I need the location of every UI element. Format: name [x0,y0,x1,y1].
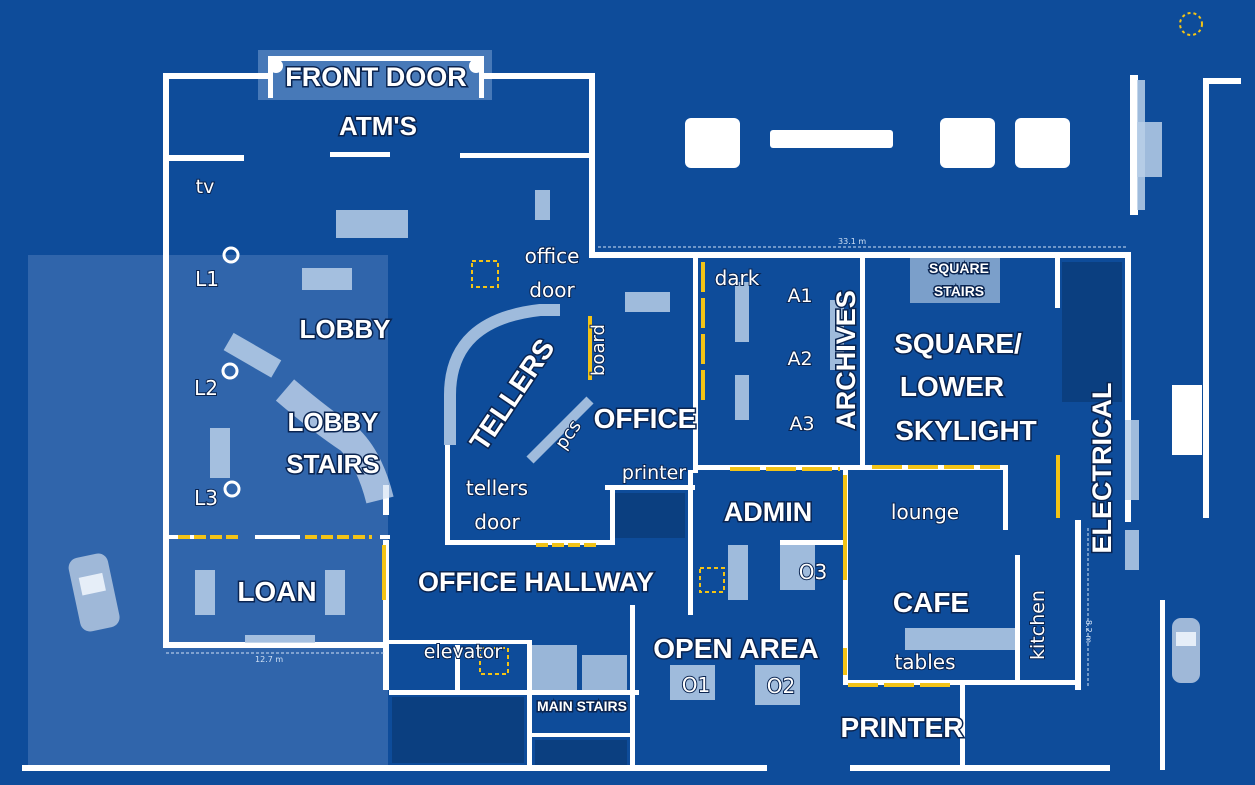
dimension-left-bottom: 12.7 m [255,655,283,664]
square-stairs [910,258,1000,303]
room-open-area: OPEN AREA [653,633,818,664]
dimension-right: 8.2 m [1084,620,1093,643]
label-lounge: lounge [891,500,959,524]
room-square-line1: SQUARE/ [894,328,1022,359]
room-front-door: FRONT DOOR [285,62,467,92]
dark-room [392,697,524,763]
room-square-stairs-line2: STAIRS [934,283,984,299]
label-dark: dark [715,266,760,290]
tellers-counter [444,304,560,445]
label-a2: A2 [787,348,812,370]
seat-icon [222,246,240,264]
label-tv: tv [196,176,215,198]
label-tellers-door-line2: door [474,510,520,534]
compass-icon [1179,12,1203,36]
planters [685,118,1202,455]
label-a1: A1 [787,285,812,307]
room-atms: ATM'S [339,111,417,141]
label-board: board [588,324,609,376]
label-l3: L3 [194,486,218,510]
marker-icon [699,567,725,593]
door-post-icon [469,59,483,73]
room-electrical: ELECTRICAL [1087,383,1117,554]
dimension-top: 33.1 m [838,237,866,246]
label-o3: O3 [799,560,827,584]
main-stairs [532,645,627,690]
room-admin: ADMIN [724,497,813,527]
room-cafe: CAFE [893,587,969,618]
marker-icon [479,647,509,675]
furniture [195,80,1162,705]
label-o2: O2 [767,674,795,698]
room-printer: PRINTER [841,712,964,743]
doors [178,262,1060,687]
room-square-line2: LOWER [900,371,1004,402]
label-office-door-line2: door [529,278,575,302]
walls [22,73,1241,771]
room-lobby-stairs-line2: STAIRS [286,449,379,479]
electrical-room [1062,262,1122,402]
room-lobby-stairs-line1: LOBBY [288,407,379,437]
car-icon [68,553,120,632]
label-tellers-door-line1: tellers [466,476,528,500]
dark-room [535,740,627,765]
marker-icon [471,260,499,288]
label-l1: L1 [195,267,219,291]
outdoor-area [28,255,388,770]
room-square-stairs-line1: SQUARE [929,260,989,276]
room-loan: LOAN [237,576,316,607]
label-tables: tables [894,650,955,674]
label-office-door-line1: office [525,244,580,268]
room-archives: ARCHIVES [831,290,861,430]
dark-room [615,493,685,538]
room-office: OFFICE [594,403,697,434]
label-l2: L2 [194,376,218,400]
label-printer: printer [622,462,686,484]
label-kitchen: kitchen [1027,590,1049,660]
seat-icon [223,480,241,498]
tellers-desk [526,396,594,464]
label-o1: O1 [682,673,710,697]
lobby-stairs [275,379,394,504]
label-a3: A3 [789,413,814,435]
car-icon [1172,618,1200,683]
seat-icon [221,362,239,380]
room-office-hallway: OFFICE HALLWAY [418,567,654,597]
label-elevator: elevator [424,641,503,663]
door-post-icon [269,59,283,73]
room-main-stairs: MAIN STAIRS [537,698,627,714]
room-lobby: LOBBY [300,314,391,344]
room-square-line3: SKYLIGHT [895,415,1037,446]
